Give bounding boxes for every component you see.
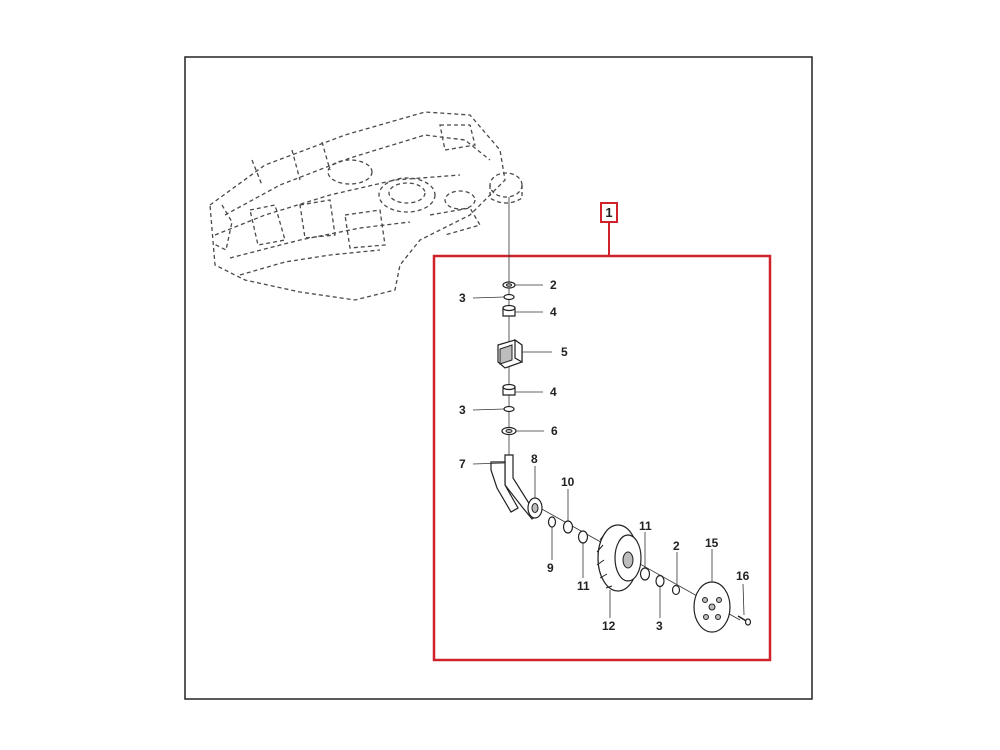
part-8-bushing xyxy=(527,497,543,519)
leader-lines xyxy=(472,284,745,618)
chassis-outline xyxy=(209,111,523,301)
callout-10: 10 xyxy=(561,475,575,489)
part-9-ring xyxy=(547,516,557,528)
part-2-washer-wheel xyxy=(671,584,681,596)
callout-9: 9 xyxy=(547,561,554,575)
part-12-wheel xyxy=(596,524,642,592)
part-3-washer xyxy=(503,293,515,301)
callout-11-inner: 11 xyxy=(577,579,590,593)
part-10-spacer xyxy=(562,520,574,534)
part-2-washer xyxy=(502,281,516,289)
callout-5: 5 xyxy=(561,345,568,359)
callout-7: 7 xyxy=(459,457,466,471)
part-5-bracket xyxy=(497,338,523,369)
callout-16: 16 xyxy=(736,569,750,583)
callout-numbers: 2 3 4 5 4 3 6 7 8 10 9 11 11 2 15 16 12 … xyxy=(459,278,750,633)
part-16-screw xyxy=(737,615,752,626)
callout-4-upper: 4 xyxy=(550,305,557,319)
callout-11-outer: 11 xyxy=(639,519,652,533)
callout-2-wheel: 2 xyxy=(673,539,680,553)
part-3-washer-lower xyxy=(503,405,515,413)
callout-6: 6 xyxy=(551,424,558,438)
callout-12: 12 xyxy=(602,619,616,633)
part-11-bearing-inner xyxy=(577,530,589,544)
part-3-washer-wheel xyxy=(655,574,665,588)
part-15-hub-cap xyxy=(693,581,731,633)
callout-4-lower: 4 xyxy=(550,385,557,399)
group-1-label: 1 xyxy=(605,205,612,220)
callout-8: 8 xyxy=(531,452,538,466)
part-4-nut-lower xyxy=(502,383,516,396)
callout-3-upper: 3 xyxy=(459,291,466,305)
callout-3-lower: 3 xyxy=(459,403,466,417)
callout-15: 15 xyxy=(705,536,719,550)
callout-2-upper: 2 xyxy=(550,278,557,292)
callout-3-wheel: 3 xyxy=(656,619,663,633)
group-1-frame xyxy=(432,254,772,662)
group-1-callout: 1 xyxy=(432,202,772,662)
part-6-washer xyxy=(501,426,517,436)
part-4-nut-upper xyxy=(502,304,516,317)
part-11-bearing-outer xyxy=(639,567,651,581)
